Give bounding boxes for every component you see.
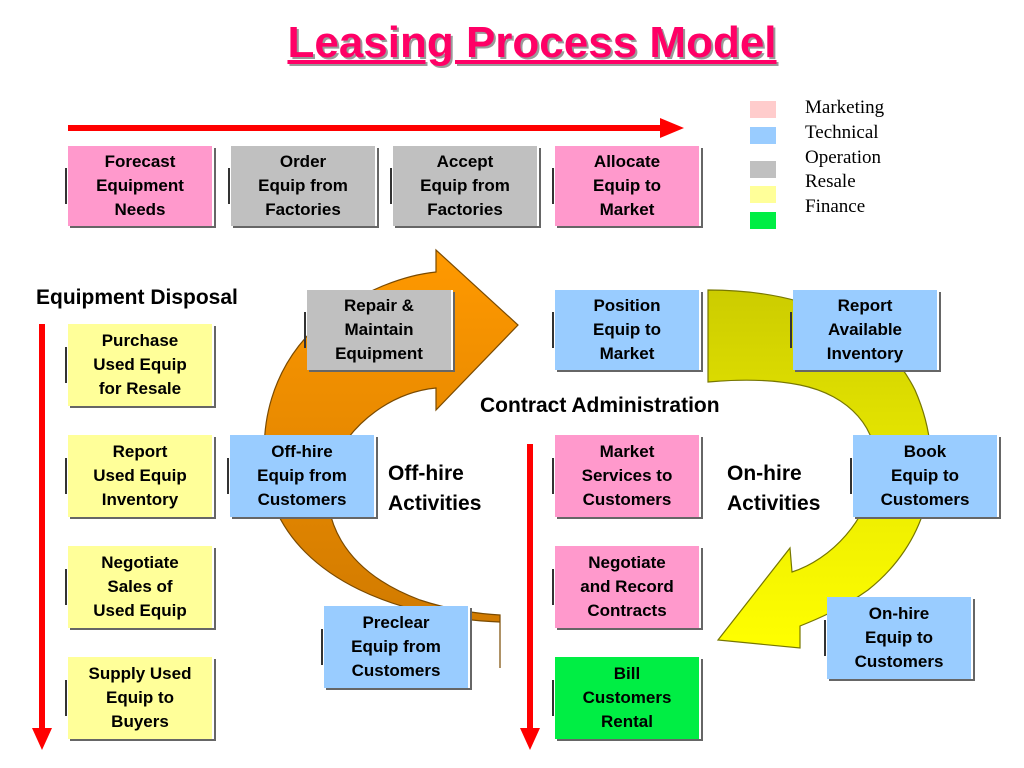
book-equip-to-customers-box: Book Equip to Customers (850, 435, 999, 517)
report-available-inventory-box: Report Available Inventory (790, 290, 939, 370)
legend-label-marketing: Marketing (805, 97, 885, 118)
legend-swatch-technical (750, 127, 776, 144)
legend-label-operation: Operation (805, 147, 881, 168)
purchase-used-equip-box: Purchase Used Equip for Resale (65, 324, 214, 406)
legend-label-resale: Resale (805, 171, 856, 192)
repair-maintain-equipment-box: Repair & Maintain Equipment (304, 290, 453, 370)
off-hire-equip-box: Off-hire Equip from Customers (227, 435, 376, 517)
legend-swatch-operation (750, 161, 776, 178)
disposal-flow-arrow (32, 324, 52, 750)
on-hire-equip-box: On-hire Equip to Customers (824, 597, 973, 679)
equipment-disposal-heading: Equipment Disposal (36, 286, 238, 309)
preclear-equip-box: Preclear Equip from Customers (321, 606, 470, 688)
negotiate-record-contracts-box: Negotiate and Record Contracts (552, 546, 701, 628)
report-used-equip-inventory-box: Report Used Equip Inventory (65, 435, 214, 517)
legend-swatch-finance (750, 212, 776, 229)
supply-used-equip-box: Supply Used Equip to Buyers (65, 657, 214, 739)
position-equip-to-market-box: Position Equip to Market (552, 290, 701, 370)
allocate-equip-to-market-box: Allocate Equip to Market (552, 146, 701, 226)
legend-swatch-marketing (750, 101, 776, 118)
on-hire-activities-label: On-hire Activities (727, 462, 821, 515)
order-equip-from-factories-box: Order Equip from Factories (228, 146, 377, 226)
page-title: Leasing Process Model (287, 18, 777, 67)
legend-swatch-resale (750, 186, 776, 203)
accept-equip-from-factories-box: Accept Equip from Factories (390, 146, 539, 226)
negotiate-sales-used-equip-box: Negotiate Sales of Used Equip (65, 546, 214, 628)
market-services-box: Market Services to Customers (552, 435, 701, 517)
legend-label-technical: Technical (805, 122, 879, 143)
legend-label-finance: Finance (805, 196, 866, 217)
bill-customers-rental-box: Bill Customers Rental (552, 657, 701, 739)
off-hire-activities-label: Off-hire Activities (388, 462, 482, 515)
contract-administration-heading: Contract Administration (480, 394, 720, 417)
contract-flow-arrow (520, 444, 540, 750)
forecast-equipment-needs-box: Forecast Equipment Needs (65, 146, 214, 226)
on-hire-cycle-arrow (707, 289, 932, 649)
top-flow-arrow (68, 118, 684, 138)
